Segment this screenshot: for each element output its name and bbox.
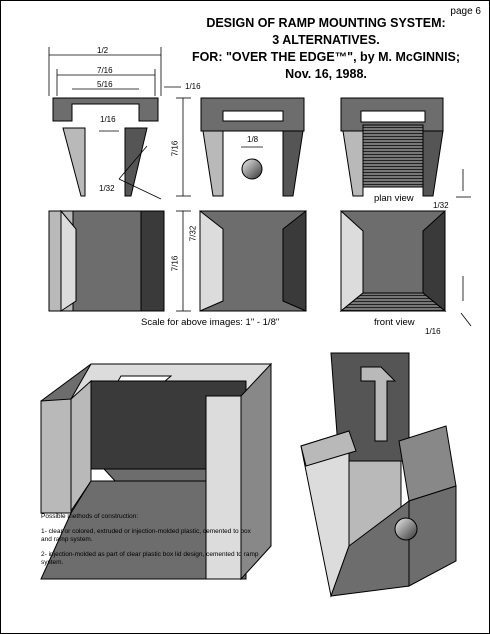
dim-groove: 1/32: [99, 184, 115, 193]
dim-height-lower: 7/16: [170, 255, 180, 272]
ball-icon: [241, 158, 263, 180]
construction-notes: Possible methods of construction: 1- cle…: [41, 513, 261, 574]
dim-front-gap: 1/16: [425, 327, 441, 336]
dim-lip-right: 1/16: [185, 82, 201, 91]
notes-method-2: 2- injection-molded as part of clear pla…: [41, 550, 259, 567]
front-view: [339, 209, 447, 313]
title-line-1: DESIGN OF RAMP MOUNTING SYSTEM:: [206, 16, 446, 30]
title-line-3: FOR: "OVER THE EDGE™", by M. McGINNIS;: [191, 50, 461, 64]
ramp-front: [339, 292, 447, 312]
ball-icon: [394, 517, 418, 541]
dim-top-width: 1/2: [97, 46, 109, 55]
dim-depth-lower: 7/32: [188, 225, 198, 242]
dim-inner-width: 7/16: [97, 66, 113, 75]
plan-view: [340, 97, 444, 197]
arrow-up-icon: [360, 366, 397, 442]
notes-heading: Possible methods of construction:: [41, 513, 139, 520]
dimension-lines: [48, 47, 472, 327]
elevation-view-2: [199, 209, 307, 312]
section-view-1: [52, 97, 159, 197]
ramp-plan: [362, 124, 424, 188]
dim-plan-gap: 1/32: [433, 201, 449, 210]
plan-view-label: plan view: [374, 193, 414, 204]
title-line-2: 3 ALTERNATIVES.: [272, 33, 380, 47]
front-view-label: front view: [374, 317, 415, 328]
perspective-box-left: [40, 362, 272, 581]
section-view-2: [200, 97, 305, 197]
dim-lip: 1/16: [100, 115, 116, 124]
scale-note: Scale for above images: 1" - 1/8": [141, 317, 280, 328]
dim-slot-width: 5/16: [97, 80, 113, 89]
title-line-4: Nov. 16, 1988.: [285, 67, 367, 81]
elevation-view-1: [48, 209, 165, 312]
page-number: page 6: [450, 6, 481, 17]
notes-method-1: 1- clear or colored, extruded or injecti…: [41, 527, 251, 544]
page-title: DESIGN OF RAMP MOUNTING SYSTEM: 3 ALTERN…: [176, 15, 476, 83]
dim-ball: 1/8: [247, 135, 259, 144]
dim-height-upper: 7/16: [170, 140, 180, 157]
perspective-box-right: [300, 352, 457, 598]
